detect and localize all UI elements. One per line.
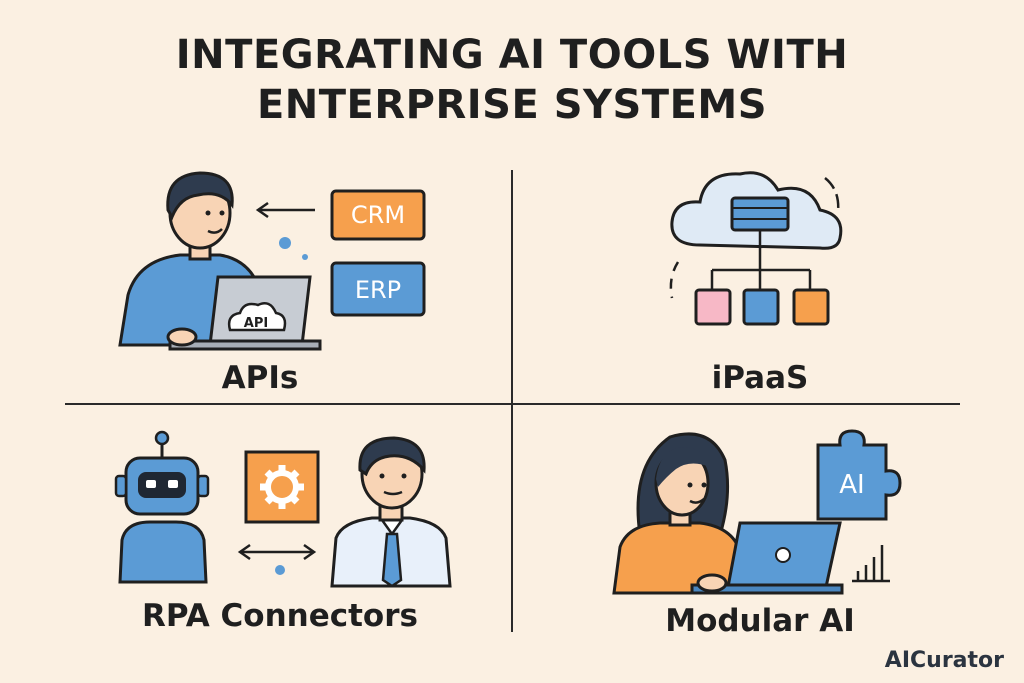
apis-illustration: API CRM ERP: [118, 171, 426, 351]
ipaas-illustration: [669, 171, 843, 326]
laptop-api-text: API: [244, 316, 268, 331]
erp-box: [330, 261, 426, 317]
apis-label: APIs: [221, 360, 299, 396]
node-pink: [694, 288, 732, 326]
puzzle-ai-text: AI: [839, 470, 864, 500]
robot-body: [118, 520, 208, 584]
title-line-2: ENTERPRISE SYSTEMS: [256, 82, 768, 128]
node-blue: [742, 288, 780, 326]
page-title: INTEGRATING AI TOOLS WITH ENTERPRISE SYS…: [0, 30, 1024, 130]
vertical-divider: [511, 170, 513, 632]
gear-icon: [260, 465, 304, 509]
crm-box: [330, 189, 426, 241]
title-line-1: INTEGRATING AI TOOLS WITH: [175, 32, 849, 78]
server-icon: [730, 196, 790, 232]
rpa-illustration: [114, 430, 452, 588]
bar-chart-icon: [852, 545, 890, 583]
rpa-label: RPA Connectors: [142, 598, 418, 634]
modular-ai-illustration: AI: [612, 429, 902, 595]
erp-label: ERP: [355, 276, 401, 304]
gear-box: [244, 450, 320, 524]
cloud-icon: [227, 302, 287, 332]
puzzle-icon: [816, 429, 902, 521]
ipaas-label: iPaaS: [711, 360, 809, 396]
modular-ai-label: Modular AI: [665, 603, 855, 639]
node-orange: [792, 288, 830, 326]
brand-logo: AICurator: [884, 648, 1004, 673]
crm-label: CRM: [351, 201, 405, 229]
tie-icon: [381, 532, 403, 588]
